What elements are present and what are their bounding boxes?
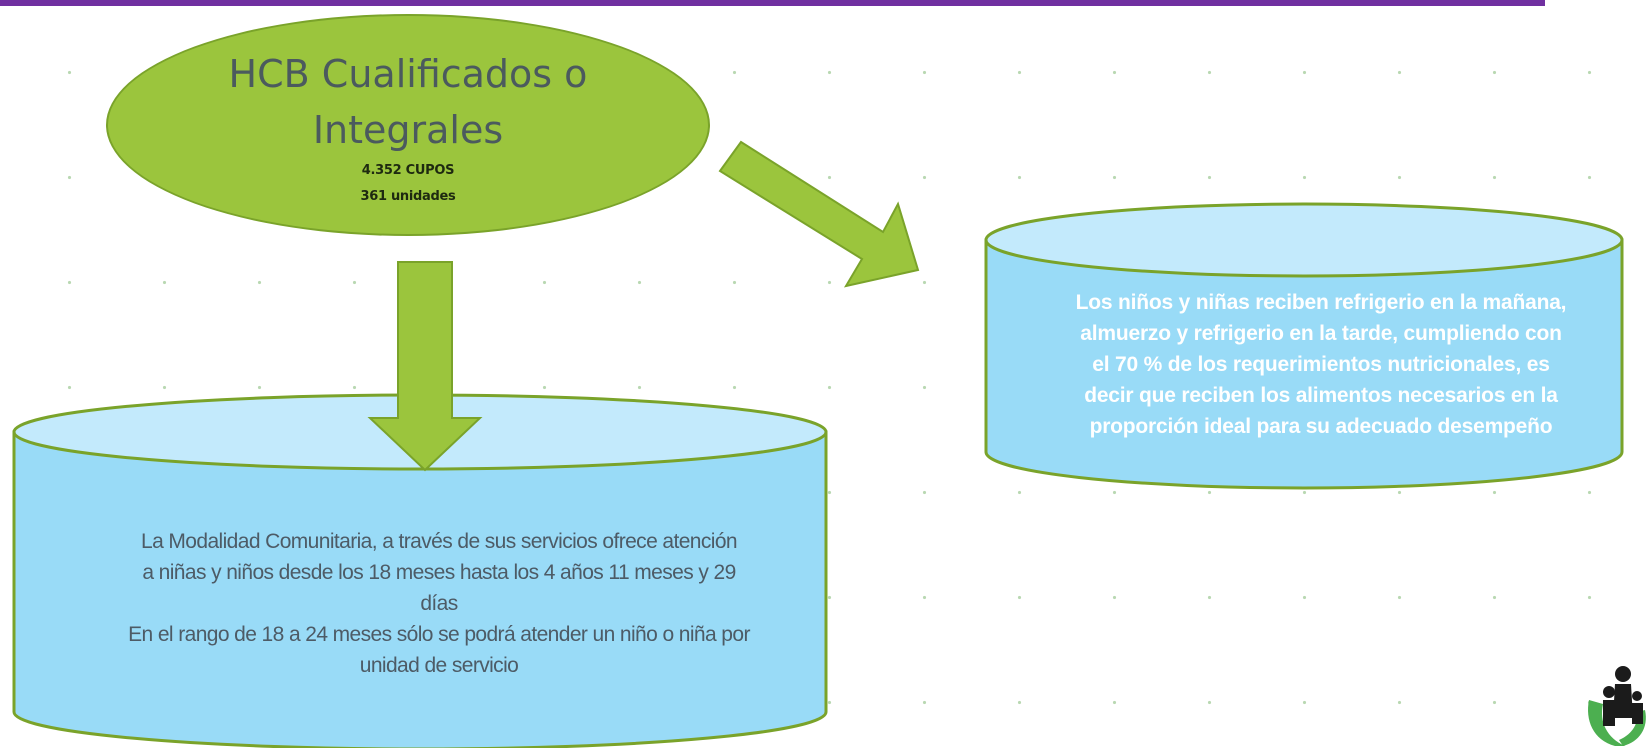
left-text-line: unidad de servicio — [359, 654, 519, 677]
accent-top-bar — [0, 0, 1545, 6]
diagonal-arrow — [718, 140, 920, 288]
left-text-line: La Modalidad Comunitaria, a través de su… — [141, 530, 738, 553]
right-cylinder — [984, 202, 1624, 490]
left-cylinder-text: La Modalidad Comunitaria, a través de su… — [30, 526, 848, 681]
hcb-ellipse: HCB Cualificados o Integrales 4.352 CUPO… — [106, 14, 710, 236]
family-hand-logo-icon — [1588, 666, 1646, 746]
stat-cupos: 4.352 CUPOS — [361, 163, 455, 178]
stat-unidades: 361 unidades — [360, 189, 456, 204]
right-text-line: decir que reciben los alimentos necesari… — [1084, 384, 1558, 407]
right-text-line: proporción ideal para su adecuado desemp… — [1089, 415, 1553, 438]
right-text-line: Los niños y niñas reciben refrigerio en … — [1075, 291, 1567, 314]
ellipse-title: HCB Cualificados o Integrales — [108, 46, 708, 158]
left-text-line: días — [420, 592, 458, 615]
ellipse-title-line1: HCB Cualificados o — [228, 52, 588, 96]
down-arrow — [367, 261, 483, 472]
right-text-line: almuerzo y refrigerio en la tarde, cumpl… — [1080, 322, 1562, 345]
right-text-line: el 70 % de los requerimientos nutriciona… — [1092, 353, 1550, 376]
left-text-line: En el rango de 18 a 24 meses sólo se pod… — [128, 623, 750, 646]
right-cylinder-text: Los niños y niñas reciben refrigerio en … — [996, 287, 1646, 442]
left-text-line: a niñas y niños desde los 18 meses hasta… — [142, 561, 736, 584]
ellipse-title-line2: Integrales — [312, 108, 504, 152]
